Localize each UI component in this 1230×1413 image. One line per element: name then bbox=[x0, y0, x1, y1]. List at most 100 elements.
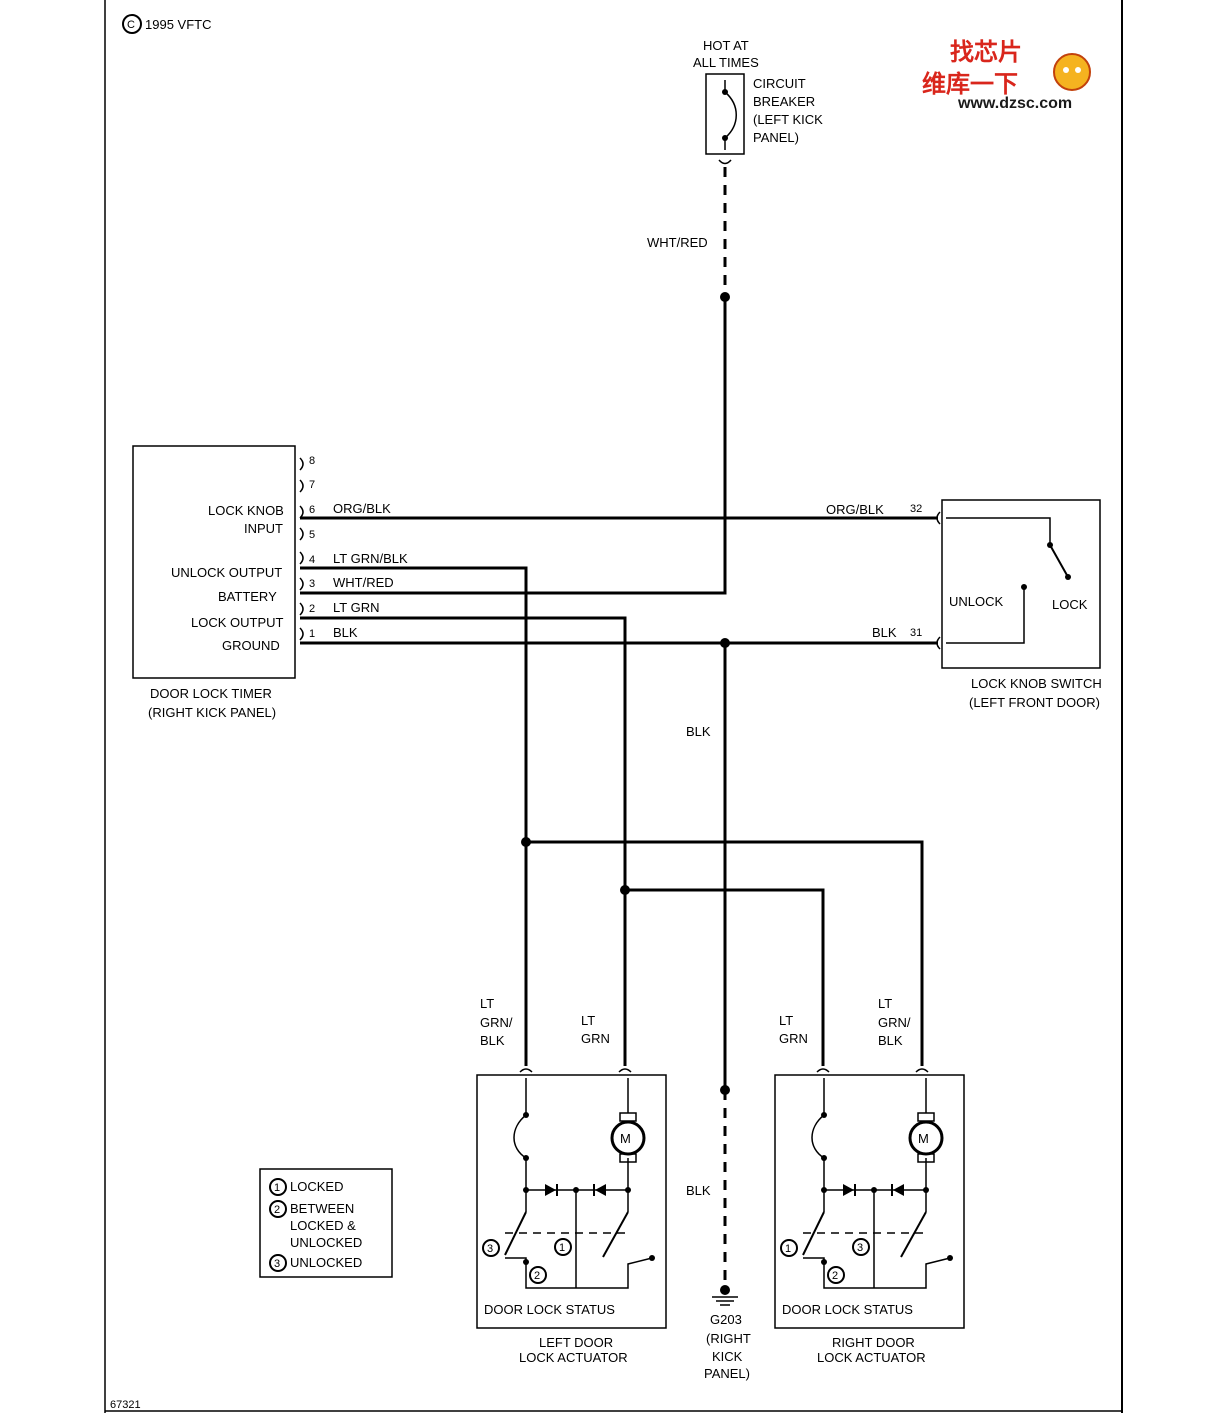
right-title-2: LOCK ACTUATOR bbox=[817, 1350, 926, 1365]
door-lock-timer: LOCK KNOB INPUT UNLOCK OUTPUT BATTERY LO… bbox=[132, 445, 315, 720]
switch-pin-31: 31 bbox=[910, 627, 922, 639]
left-switch-blade bbox=[504, 1211, 527, 1256]
right-pin-connectors bbox=[816, 1068, 929, 1073]
timer-pin-connectors bbox=[299, 457, 304, 641]
ground-name-1: G203 bbox=[710, 1312, 742, 1327]
circuit-breaker: HOT AT ALL TIMES CIRCUIT BREAKER (LEFT K… bbox=[693, 38, 823, 155]
timer-pin-label-lock-knob: LOCK KNOB bbox=[208, 503, 284, 518]
watermark: 找芯片 维库一下 www.dzsc.com bbox=[922, 38, 1091, 112]
legend-box bbox=[259, 1168, 393, 1278]
hot-label-1: HOT AT bbox=[703, 38, 749, 53]
left-wire-a-2: GRN/ bbox=[480, 1015, 513, 1030]
wire-label-org-blk-switch: ORG/BLK bbox=[826, 502, 884, 517]
hot-label-2: ALL TIMES bbox=[693, 55, 759, 70]
right-wire-b-2: GRN/ bbox=[878, 1015, 911, 1030]
switch-pin-connectors bbox=[936, 511, 941, 650]
wire-lt-grn-right bbox=[625, 888, 825, 1066]
ground-g203: G203 (RIGHT KICK PANEL) bbox=[704, 1285, 751, 1381]
legend-1-icon bbox=[269, 1178, 287, 1196]
left-motor-label: M bbox=[620, 1131, 631, 1146]
watermark-middle: 维库一下 bbox=[922, 70, 1018, 98]
right-wire-b-1: LT bbox=[878, 996, 892, 1011]
copyright-mark: C 1995 VFTC bbox=[122, 14, 211, 34]
wire-lt-grn-blk-right bbox=[526, 840, 924, 1066]
right-internal-wires bbox=[811, 1078, 927, 1288]
switch-pin-32: 32 bbox=[910, 503, 922, 515]
wire-label-blk-upper: BLK bbox=[686, 724, 711, 739]
svg-text:2: 2 bbox=[534, 1270, 540, 1282]
timer-title-1: DOOR LOCK TIMER bbox=[150, 686, 272, 701]
left-diode-2-icon bbox=[595, 1184, 606, 1196]
left-wire-b-1: LT bbox=[581, 1013, 595, 1028]
left-contact-wires bbox=[505, 1257, 653, 1289]
wire-label-lt-grn-blk-timer: LT GRN/BLK bbox=[333, 551, 408, 566]
left-wire-b-2: GRN bbox=[581, 1031, 610, 1046]
legend-locked: LOCKED bbox=[290, 1179, 343, 1194]
right-wire-a-1: LT bbox=[779, 1013, 793, 1028]
left-pos-2-icon bbox=[529, 1266, 547, 1284]
wire-label-blk-timer: BLK bbox=[333, 625, 358, 640]
status-legend: 1 LOCKED 2 BETWEEN LOCKED & UNLOCKED 3 U… bbox=[259, 1168, 393, 1278]
wire-label-blk-switch: BLK bbox=[872, 625, 897, 640]
left-status-label: DOOR LOCK STATUS bbox=[484, 1302, 615, 1317]
right-wire-a-2: GRN bbox=[779, 1031, 808, 1046]
timer-pin-3: 3 bbox=[309, 578, 315, 590]
switch-box bbox=[941, 499, 1101, 669]
svg-text:2: 2 bbox=[832, 1270, 838, 1282]
svg-text:3: 3 bbox=[487, 1243, 493, 1255]
timer-pin-label-battery: BATTERY bbox=[218, 589, 277, 604]
left-pin-connectors bbox=[519, 1068, 632, 1073]
svg-text:C: C bbox=[127, 19, 135, 31]
switch-blade bbox=[1049, 544, 1069, 578]
switch-lock-label: LOCK bbox=[1052, 597, 1088, 612]
timer-title-2: (RIGHT KICK PANEL) bbox=[148, 705, 276, 720]
breaker-box bbox=[705, 73, 745, 155]
connector-breaker bbox=[718, 159, 732, 165]
legend-2-icon bbox=[269, 1200, 287, 1218]
timer-pin-2: 2 bbox=[309, 603, 315, 615]
timer-pin-8: 8 bbox=[309, 455, 315, 467]
ground-dot bbox=[720, 1085, 730, 1095]
right-switch-blade-2 bbox=[900, 1211, 927, 1258]
timer-pin-4: 4 bbox=[309, 554, 315, 566]
wire-battery bbox=[300, 297, 727, 595]
svg-text:1: 1 bbox=[785, 1243, 791, 1255]
right-contact-wires bbox=[803, 1257, 951, 1289]
right-actuator-box bbox=[774, 1074, 965, 1329]
copyright-text: 1995 VFTC bbox=[145, 17, 211, 32]
svg-text:2: 2 bbox=[274, 1204, 280, 1216]
legend-unlocked: UNLOCKED bbox=[290, 1255, 362, 1270]
mascot-icon bbox=[1053, 53, 1091, 91]
wire-label-lt-grn-timer: LT GRN bbox=[333, 600, 379, 615]
left-title-1: LEFT DOOR bbox=[539, 1335, 613, 1350]
copyright-icon bbox=[122, 14, 142, 34]
switch-internal-wires bbox=[946, 517, 1051, 644]
timer-box bbox=[132, 445, 296, 679]
left-pos-3-icon bbox=[482, 1239, 500, 1257]
breaker-label-4: PANEL) bbox=[753, 130, 799, 145]
svg-text:1: 1 bbox=[274, 1182, 280, 1194]
wire-label-wht-red-timer: WHT/RED bbox=[333, 575, 394, 590]
right-switch-blade bbox=[802, 1211, 825, 1256]
left-pos-1-icon bbox=[554, 1238, 572, 1256]
left-wire-a-1: LT bbox=[480, 996, 494, 1011]
wire-label-blk-lower: BLK bbox=[686, 1183, 711, 1198]
timer-pin-6: 6 bbox=[309, 504, 315, 516]
timer-pin-1: 1 bbox=[309, 628, 315, 640]
watermark-top: 找芯片 bbox=[950, 38, 1022, 66]
left-actuator-box bbox=[476, 1074, 667, 1329]
right-title-1: RIGHT DOOR bbox=[832, 1335, 915, 1350]
right-pos-2-icon bbox=[827, 1266, 845, 1284]
timer-pin-label-ground: GROUND bbox=[222, 638, 280, 653]
ground-name-3: KICK bbox=[712, 1349, 743, 1364]
legend-between-1: BETWEEN bbox=[290, 1201, 354, 1216]
right-door-lock-actuator: LT GRN LT GRN/ BLK M 1 2 3 DOOR LOCK STA… bbox=[774, 996, 965, 1365]
right-diode-2-icon bbox=[893, 1184, 904, 1196]
left-diode-1-icon bbox=[545, 1184, 556, 1196]
ground-name-4: PANEL) bbox=[704, 1366, 750, 1381]
timer-pin-7: 7 bbox=[309, 479, 315, 491]
right-wire-b-3: BLK bbox=[878, 1033, 903, 1048]
left-title-2: LOCK ACTUATOR bbox=[519, 1350, 628, 1365]
switch-title-2: (LEFT FRONT DOOR) bbox=[969, 695, 1100, 710]
breaker-label-2: BREAKER bbox=[753, 94, 815, 109]
